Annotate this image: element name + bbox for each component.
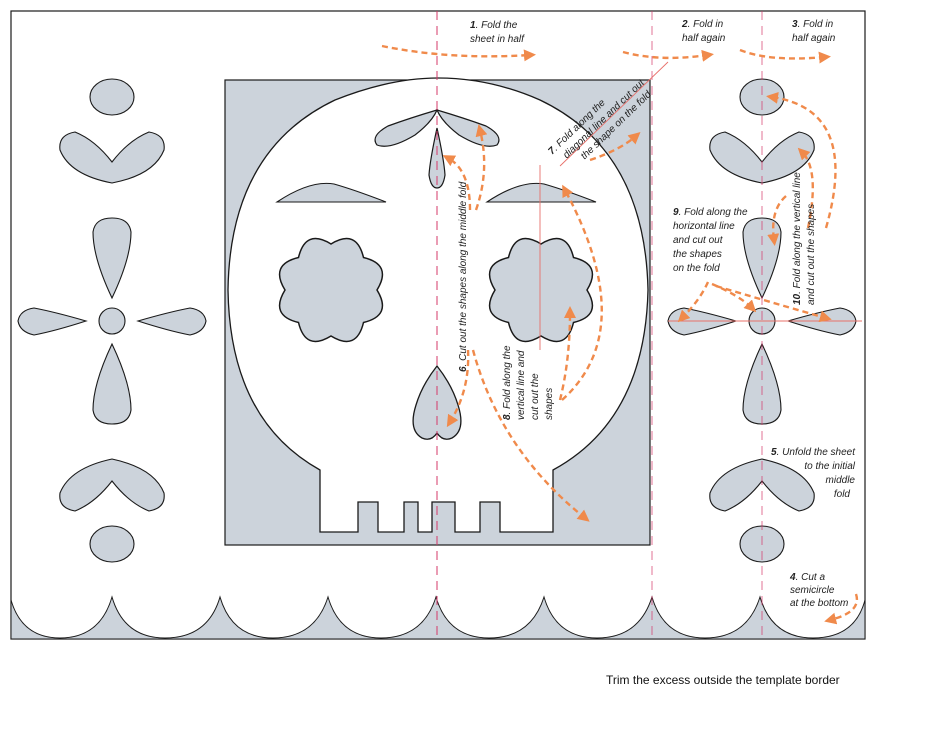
left-top-circle bbox=[89, 78, 135, 116]
left-center-circle bbox=[98, 307, 126, 335]
left-top-heart bbox=[59, 131, 165, 184]
arrow-step-8a bbox=[558, 306, 576, 401]
arrow-step-9a bbox=[677, 281, 710, 323]
right-bottom-heart bbox=[709, 458, 815, 512]
arrow-step-3 bbox=[739, 48, 831, 64]
left-column-shapes bbox=[17, 78, 207, 563]
arrow-step-10c bbox=[766, 91, 837, 229]
left-drop-right bbox=[136, 307, 207, 336]
arrow-step-2 bbox=[622, 49, 714, 62]
left-drop-left bbox=[17, 307, 88, 336]
arrow-step-6b bbox=[474, 124, 488, 211]
arrow-step-7 bbox=[589, 132, 641, 162]
left-drop-down bbox=[92, 342, 132, 425]
step-6-label: 6. Cut out the shapes along the middle f… bbox=[458, 181, 469, 372]
arrow-step-10b bbox=[797, 147, 814, 229]
skull-eye-flower-left bbox=[278, 237, 384, 343]
instruction-arrows bbox=[381, 44, 859, 625]
flower-eye-shape bbox=[278, 237, 384, 343]
trim-instruction: Trim the excess outside the template bor… bbox=[606, 673, 840, 687]
skull-top-petal-left bbox=[374, 109, 439, 147]
guide-line-diagonal bbox=[559, 61, 669, 167]
left-bottom-heart bbox=[59, 458, 165, 512]
arrow-step-4 bbox=[824, 593, 859, 625]
arrow-step-6a bbox=[442, 155, 472, 211]
arrow-step-8b bbox=[561, 184, 603, 401]
arrow-step-6d bbox=[471, 349, 590, 522]
left-drop-up bbox=[92, 217, 132, 300]
arrow-step-10a bbox=[767, 195, 787, 246]
arrow-step-1 bbox=[381, 44, 536, 62]
left-bottom-circle bbox=[89, 525, 135, 563]
arrow-step-9c bbox=[715, 284, 832, 323]
skull-brow-left bbox=[275, 182, 387, 203]
